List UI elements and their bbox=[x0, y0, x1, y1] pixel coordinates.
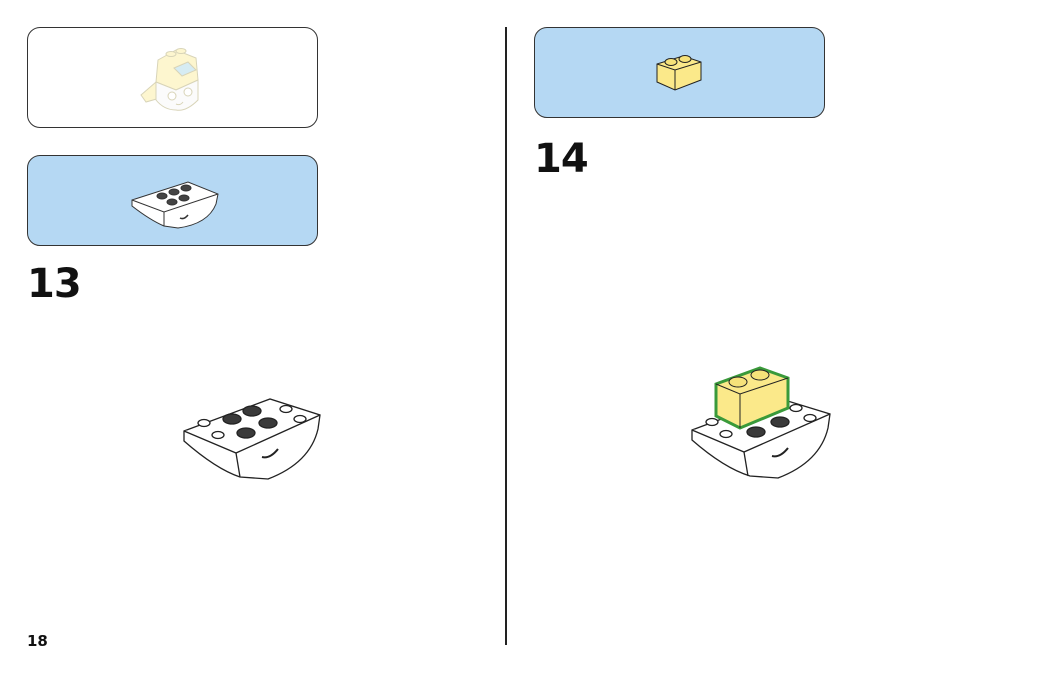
page-number: 18 bbox=[27, 632, 48, 650]
base-with-yellow-brick-icon bbox=[691, 366, 831, 479]
yellow-brick-1x2-icon bbox=[656, 55, 702, 91]
page-divider bbox=[505, 27, 507, 645]
step-number: 14 bbox=[534, 136, 589, 182]
base-assembly-icon bbox=[183, 398, 321, 480]
inverted-slope-base-part-icon bbox=[131, 181, 219, 229]
parts-callout bbox=[534, 27, 825, 118]
finished-character-preview-icon bbox=[140, 48, 199, 111]
step-number: 13 bbox=[27, 261, 82, 307]
previous-model-callout bbox=[27, 27, 318, 128]
parts-callout bbox=[27, 155, 318, 246]
